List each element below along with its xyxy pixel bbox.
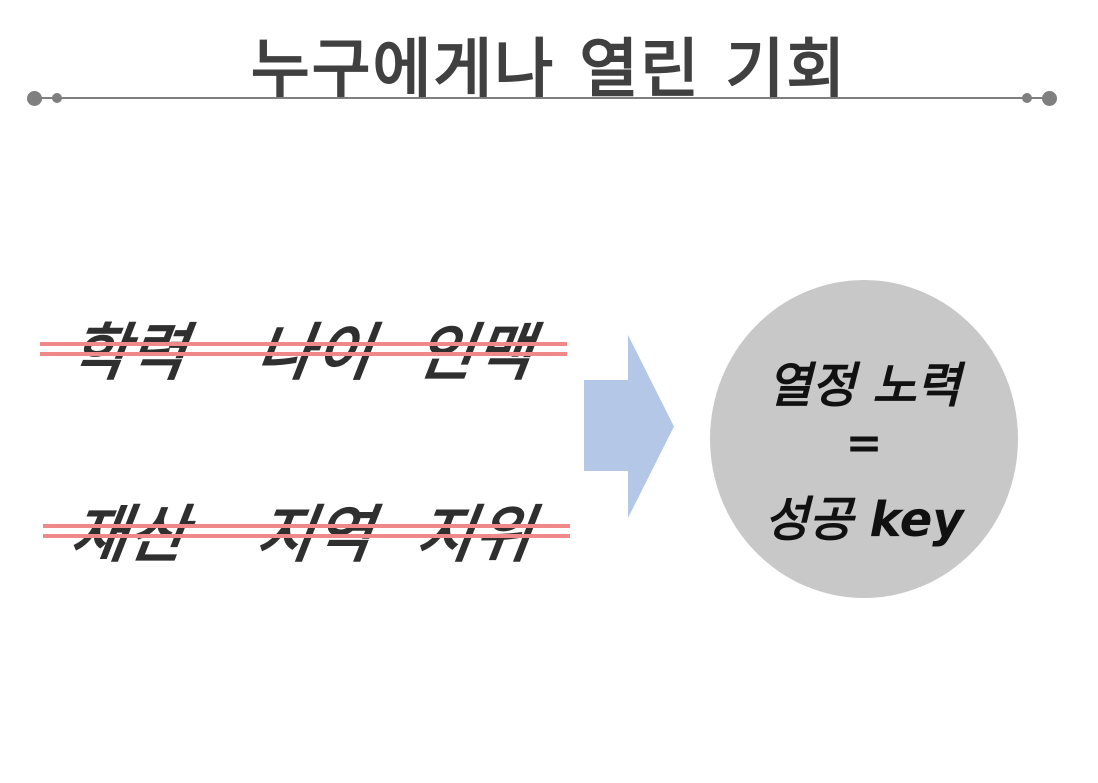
rule-end-dot-left xyxy=(27,91,42,106)
rule-end-dot-right xyxy=(1042,91,1057,106)
strike-line-row1-top xyxy=(40,342,567,346)
strike-line-row1-bottom xyxy=(40,352,567,356)
word-region: 지역 xyxy=(252,484,381,574)
result-equals-sign: = xyxy=(845,418,883,469)
word-wealth: 재산 xyxy=(66,484,195,574)
strike-line-row2-top xyxy=(43,524,570,528)
result-circle xyxy=(710,280,1018,598)
rule-dot-right xyxy=(1022,93,1032,103)
result-line-success-key: 성공 key xyxy=(764,492,964,548)
word-status: 지위 xyxy=(412,484,541,574)
strike-line-row2-bottom xyxy=(43,534,570,538)
word-age: 나이 xyxy=(252,302,381,392)
word-network: 인맥 xyxy=(412,302,541,392)
result-line-passion-effort: 열정 노력 xyxy=(767,358,961,414)
page-title: 누구에게나 열린 기회 xyxy=(250,33,848,107)
title-divider xyxy=(35,97,1050,99)
word-education: 학력 xyxy=(66,302,195,392)
right-arrow-icon xyxy=(584,335,674,518)
